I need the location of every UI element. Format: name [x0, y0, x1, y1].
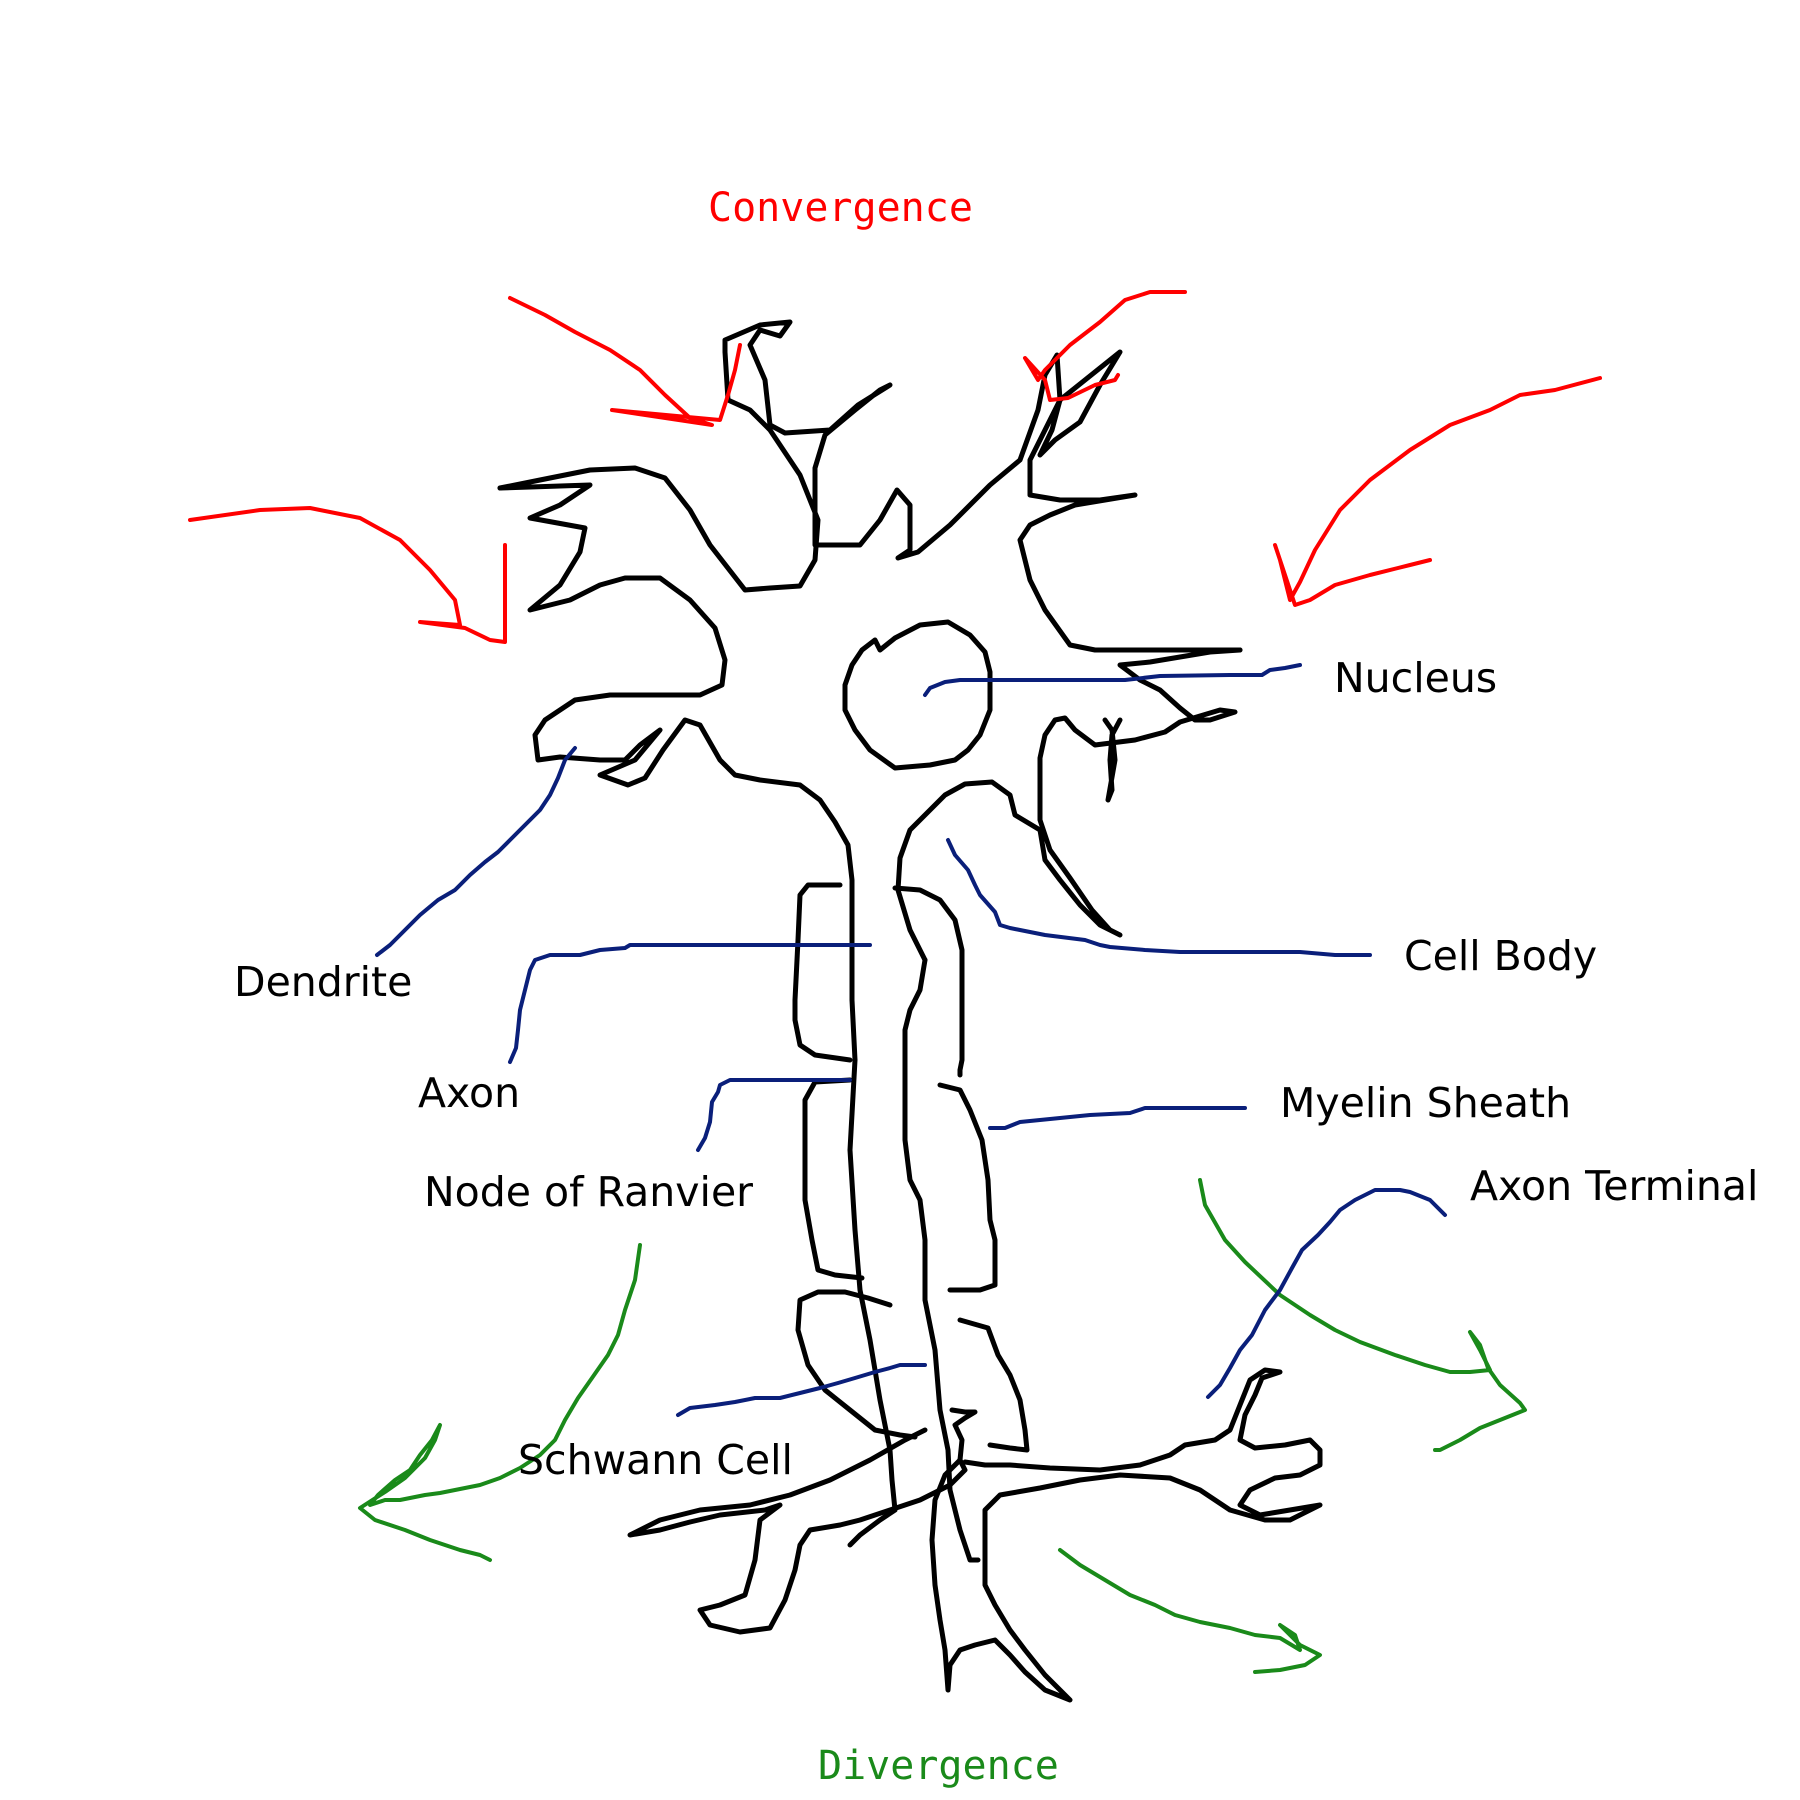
- dendrite-right-stub: [1102, 717, 1123, 803]
- label-axon: Axon: [418, 1069, 521, 1117]
- dendrite-left-mid: [497, 482, 858, 1063]
- leader-dendrite: [375, 746, 577, 957]
- convergence-arrows: [188, 290, 1602, 644]
- leader-schwann-cell: [676, 1363, 927, 1417]
- axon-shaft-left: [847, 1057, 898, 1548]
- divergence-arrows: [358, 1178, 1527, 1674]
- dendrite-left-upper: [497, 319, 1243, 653]
- leader-axon-terminal: [1206, 1188, 1447, 1399]
- convergence-arrow-1: [188, 506, 507, 644]
- myelin-segment-2-left: [802, 1077, 865, 1281]
- label-axon-terminal: Axon Terminal: [1470, 1162, 1759, 1210]
- myelin-segment-1-left: [792, 882, 853, 1063]
- cell-body-right: [895, 647, 1243, 963]
- convergence-arrow-4: [1273, 376, 1602, 607]
- axon-shaft-right: [902, 957, 981, 1563]
- leader-node-of-ranvier: [696, 1078, 852, 1152]
- terminal-branch-down: [929, 1367, 1323, 1703]
- leader-nucleus: [923, 663, 1302, 697]
- label-cell-body: Cell Body: [1404, 932, 1598, 980]
- divergence-title: Divergence: [818, 1743, 1059, 1789]
- label-node-of-ranvier: Node of Ranvier: [424, 1168, 754, 1216]
- leader-lines: [375, 663, 1447, 1417]
- convergence-arrow-3: [1023, 290, 1187, 402]
- schwann-cell-left: [795, 1289, 918, 1440]
- label-myelin-sheath: Myelin Sheath: [1280, 1079, 1572, 1127]
- leader-cell-body: [946, 838, 1372, 957]
- leader-axon: [508, 943, 872, 1064]
- nucleus-outline: [842, 619, 993, 771]
- neuron-outline: [497, 319, 1323, 1703]
- axon-end-stub: [949, 1407, 978, 1463]
- schwann-cell-right: [957, 1317, 1030, 1453]
- myelin-segment-1-right: [892, 885, 965, 1078]
- leader-myelin-sheath: [988, 1106, 1247, 1130]
- divergence-arrow-2: [1198, 1178, 1527, 1452]
- divergence-arrow-3: [1058, 1548, 1322, 1674]
- convergence-arrow-2: [508, 296, 742, 427]
- label-nucleus: Nucleus: [1334, 654, 1498, 702]
- divergence-arrow-1: [358, 1243, 642, 1562]
- label-schwann-cell: Schwann Cell: [518, 1436, 793, 1484]
- label-dendrite: Dendrite: [234, 958, 413, 1006]
- myelin-segment-2-right: [937, 1082, 998, 1293]
- convergence-title: Convergence: [708, 185, 973, 231]
- terminal-branch-left: [627, 1427, 968, 1635]
